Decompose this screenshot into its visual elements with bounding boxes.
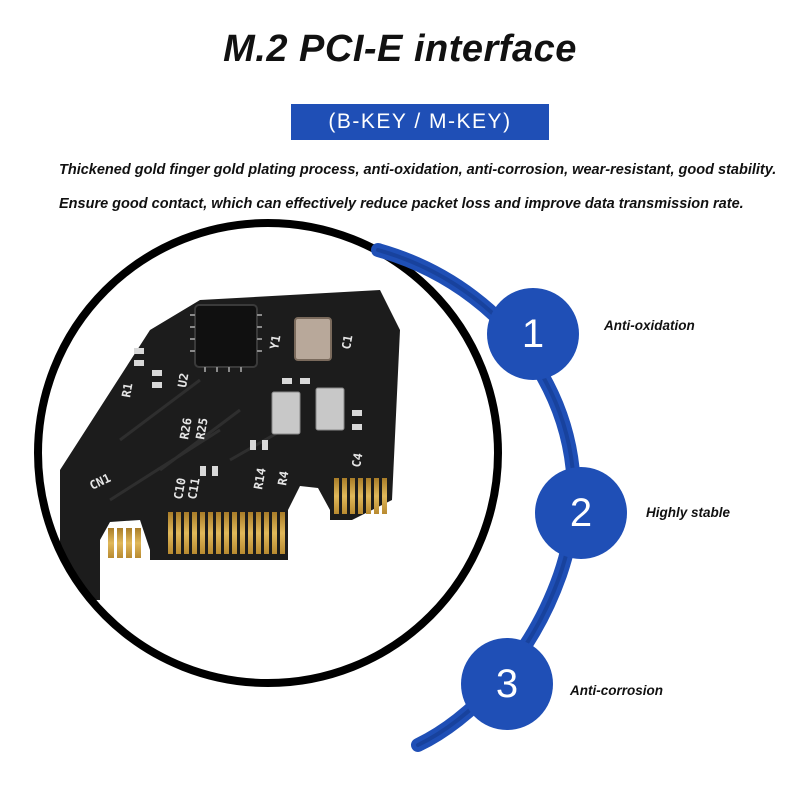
board-label: R25 — [193, 417, 211, 441]
board-label: R4 — [275, 470, 291, 487]
description-line-2: Ensure good contact, which can effective… — [59, 196, 744, 212]
feature-number-1: 1 — [521, 312, 545, 356]
m2-card-closeup: R26 R25 C10 C11 R14 R4 C4 R1 U2 CN1 Y1 C… — [36, 221, 500, 685]
page-title: M.2 PCI-E interface — [223, 28, 577, 70]
feature-marker-2 — [535, 467, 627, 559]
magnifier-circle — [34, 219, 502, 687]
controller-chip — [194, 304, 258, 368]
board-label: C4 — [349, 452, 365, 469]
interface-key-badge: (B-KEY / M-KEY) — [291, 104, 549, 140]
gold-fingers-right — [334, 478, 387, 514]
board-label: R1 — [119, 382, 135, 399]
board-label: U2 — [175, 372, 191, 389]
feature-label-3: Anti-corrosion — [570, 683, 663, 698]
pcb-board — [60, 290, 400, 600]
feature-label-1: Anti-oxidation — [604, 318, 695, 333]
board-label: C11 — [185, 477, 203, 501]
feature-marker-1 — [487, 288, 579, 380]
feature-number-3: 3 — [495, 662, 519, 706]
gold-fingers — [108, 528, 141, 558]
description-line-1: Thickened gold finger gold plating proce… — [59, 162, 777, 178]
board-label: Y1 — [267, 334, 283, 351]
board-label: C1 — [339, 334, 355, 351]
crystal-component — [294, 317, 332, 361]
board-label: R14 — [251, 467, 269, 491]
feature-number-2: 2 — [569, 491, 593, 535]
gold-fingers-main — [168, 512, 285, 554]
board-label: R26 — [177, 417, 195, 441]
feature-label-2: Highly stable — [646, 505, 731, 520]
board-label: C10 — [171, 477, 189, 501]
feature-marker-3 — [461, 638, 553, 730]
